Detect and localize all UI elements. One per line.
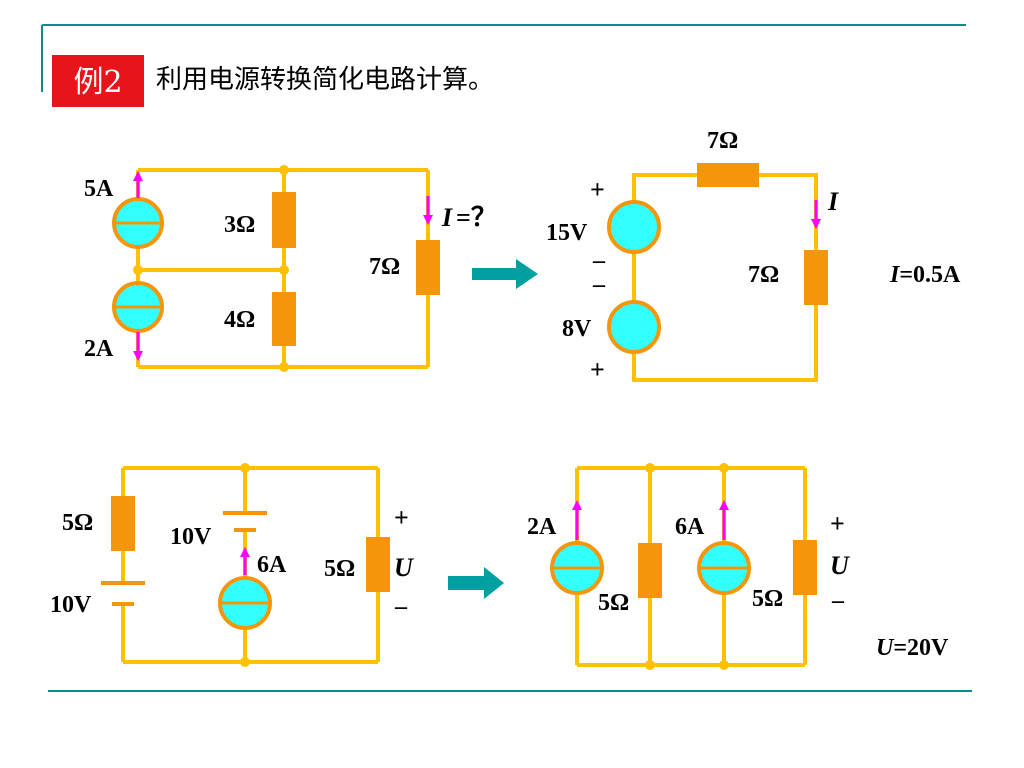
slide-title: 利用电源转换简化电路计算。 (156, 65, 494, 95)
label-plus-u: + (394, 503, 409, 532)
label-6a: 6A (257, 552, 287, 578)
resistor-5ohm-b-left (638, 543, 662, 598)
transform-arrow-1 (472, 259, 538, 289)
label-plus-u-b: + (830, 509, 845, 538)
resistor-5ohm-b-right (793, 540, 817, 595)
label-7ohm-right: 7Ω (748, 262, 779, 288)
resistor-7ohm-right (804, 250, 828, 305)
example-badge-label: 例2 (73, 65, 122, 100)
label-15v: 15V (546, 220, 588, 246)
current-source-6a (218, 576, 272, 630)
current-source-6a-b (697, 541, 751, 595)
label-4ohm: 4Ω (224, 307, 255, 333)
label-7ohm-top: 7Ω (707, 128, 738, 154)
resistor-7ohm-top (697, 163, 759, 187)
label-u: U (394, 553, 414, 582)
label-10v-mid: 10V (170, 524, 212, 550)
label-10v-left: 10V (50, 592, 92, 618)
label-current-i-2: I (827, 187, 839, 216)
label-2a-b: 2A (527, 514, 557, 540)
current-source-2a-b (550, 541, 604, 595)
example-badge (52, 55, 144, 107)
circuit-2: 7Ω I 7Ω + 15V – – 8V + I=0.5A (546, 128, 961, 384)
result-u: U=20V (876, 635, 949, 661)
label-plus-bottom: + (590, 355, 605, 384)
current-source-2a (112, 281, 164, 333)
current-source-5a (112, 197, 164, 249)
label-2a: 2A (84, 336, 114, 362)
battery-10v-left (101, 581, 145, 606)
circuit-4: 2A 6A 5Ω 5Ω + U – U=20V (527, 463, 949, 670)
label-5ohm-b-left: 5Ω (598, 590, 629, 616)
label-3ohm: 3Ω (224, 212, 255, 238)
label-minus-1: – (592, 248, 606, 274)
transform-arrow-2 (448, 567, 504, 599)
label-current-query: =？ (456, 203, 497, 232)
label-minus-u: – (394, 594, 408, 620)
resistor-5ohm-right (366, 537, 390, 592)
label-5a: 5A (84, 176, 114, 202)
label-current-i: I (441, 203, 453, 232)
label-minus-2: – (592, 272, 606, 298)
label-5ohm-b-right: 5Ω (752, 586, 783, 612)
label-5ohm-left: 5Ω (62, 510, 93, 536)
circuit-3: 5Ω 10V 10V 6A 5Ω + U – (50, 463, 414, 667)
resistor-7ohm (416, 240, 440, 295)
voltage-source-8v (607, 300, 661, 354)
resistor-3ohm (272, 192, 296, 248)
label-6a-b: 6A (675, 514, 705, 540)
title-bar: 例2 利用电源转换简化电路计算。 (52, 55, 494, 107)
circuit-1: 5A 2A 3Ω 4Ω 7Ω I =？ (84, 165, 497, 372)
label-minus-u-b: – (831, 588, 845, 614)
label-5ohm-right: 5Ω (324, 556, 355, 582)
resistor-5ohm-left (111, 496, 135, 551)
resistor-4ohm (272, 292, 296, 346)
label-7ohm: 7Ω (369, 254, 400, 280)
label-u-b: U (830, 551, 850, 580)
frame-lines (41, 24, 972, 692)
label-8v: 8V (562, 316, 592, 342)
voltage-source-15v (607, 200, 661, 254)
result-i: I=0.5A (889, 262, 961, 288)
label-plus-top: + (590, 175, 605, 204)
battery-10v-mid (223, 511, 267, 532)
